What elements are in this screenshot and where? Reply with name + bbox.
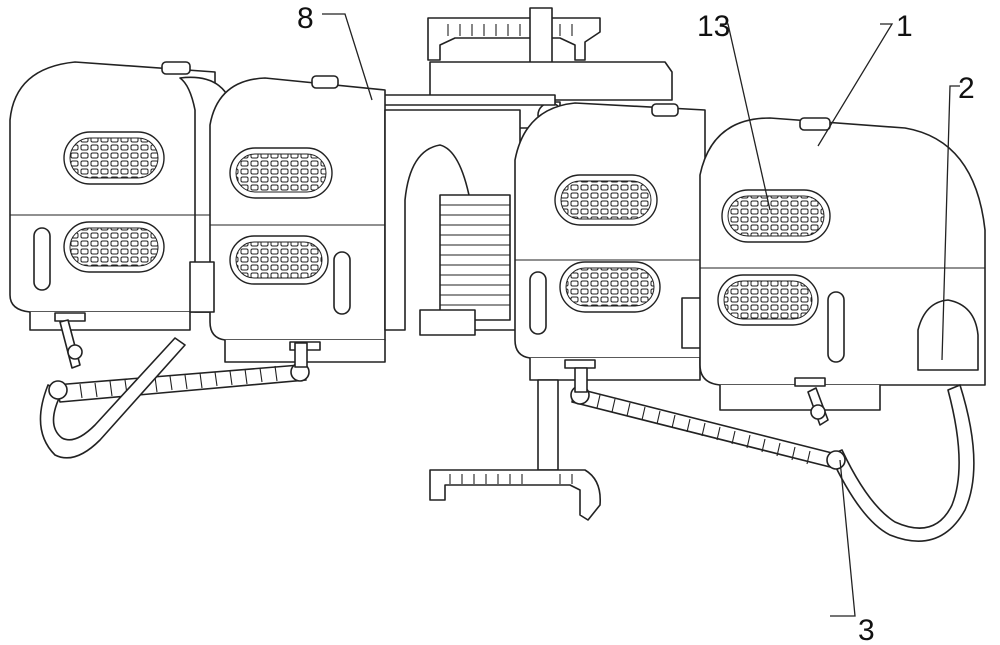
- label-2: 2: [958, 72, 975, 105]
- label-1: 1: [896, 10, 913, 43]
- module-left-outer: [9, 61, 236, 331]
- module-left-inner: [189, 75, 386, 363]
- module-right-inner: [514, 102, 707, 381]
- label-8: 13: [697, 10, 730, 43]
- left-chain-strap: [39, 319, 310, 459]
- leader-lines: [322, 13, 960, 617]
- module-right-outer: [699, 117, 986, 411]
- bottom-clamp-bracket: [429, 379, 602, 521]
- center-arch-and-bellows: [384, 109, 521, 336]
- label-3: 8: [297, 2, 314, 35]
- label-13: 3: [858, 614, 875, 645]
